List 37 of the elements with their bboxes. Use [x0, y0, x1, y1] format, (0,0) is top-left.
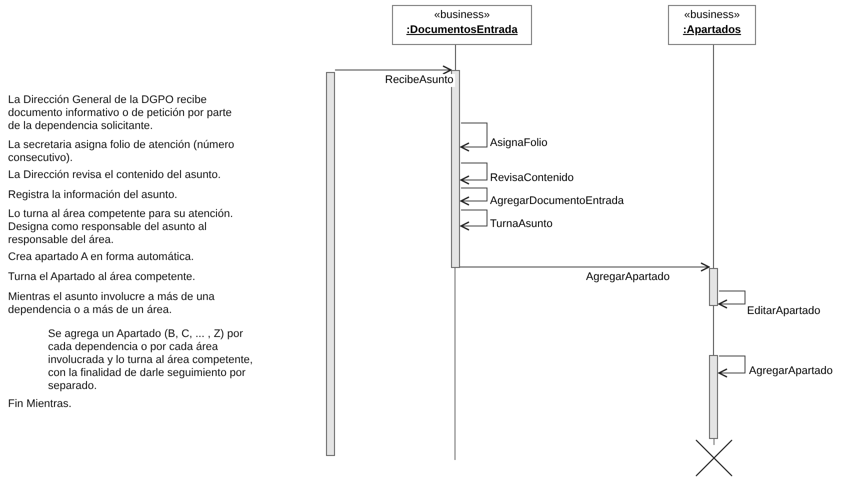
message-label: AsignaFolio	[489, 137, 548, 150]
script-step-text: Fin Mientras.	[8, 398, 73, 411]
activation-bar	[709, 355, 718, 439]
script-step-text: Crea apartado A en forma automática.	[8, 251, 195, 264]
script-step-text: Lo turna al área competente para su atención. Designa como responsable del asunto al responsable del área.	[8, 208, 234, 247]
message-label: AgregarApartado	[748, 365, 834, 378]
self-message-arrow	[460, 188, 488, 206]
stereotype-label: «business»	[683, 8, 741, 23]
script-step-text: Se agrega un Apartado (B, C, ... , Z) por cada dependencia o por cada área involucrada y lo turna al área competente, con la finalidad de darle seguimiento por separado.	[48, 328, 254, 393]
stereotype-label: «business»	[433, 8, 491, 23]
activation-bar	[451, 70, 460, 268]
object-name: :DocumentosEntrada	[405, 23, 519, 38]
self-message-arrow	[460, 210, 488, 231]
object-box	[668, 5, 756, 45]
self-message-arrow	[460, 122, 488, 152]
lifeline	[713, 44, 714, 268]
object-name: :Apartados	[682, 23, 742, 38]
script-bar	[326, 72, 335, 456]
script-step-text: Mientras el asunto involucre a más de una dependencia o a más de un área.	[8, 291, 216, 317]
script-step-text: Turna el Apartado al área competente.	[8, 271, 196, 284]
message-label: AgregarApartado	[585, 271, 671, 284]
self-message-arrow	[718, 290, 746, 309]
lifeline	[713, 306, 714, 356]
script-step-text: Registra la información del asunto.	[8, 189, 178, 202]
script-step-text: La Dirección General de la DGPO recibe documento informativo o de petición por parte de la dependencia solicitante.	[8, 94, 233, 133]
message-label: EditarApartado	[746, 305, 822, 318]
lifeline	[455, 44, 456, 70]
message-arrow	[460, 262, 710, 272]
self-message-arrow	[460, 162, 488, 185]
self-message-arrow	[718, 356, 746, 378]
message-label: AgregarDocumentoEntrada	[489, 195, 625, 208]
message-arrow	[334, 65, 452, 75]
object-box	[392, 5, 532, 45]
script-step-text: La Dirección revisa el contenido del asunto.	[8, 169, 222, 182]
message-label: RecibeAsunto	[384, 74, 454, 87]
activation-bar	[709, 268, 718, 306]
script-step-text: La secretaria asigna folio de atención (número consecutivo).	[8, 139, 236, 165]
